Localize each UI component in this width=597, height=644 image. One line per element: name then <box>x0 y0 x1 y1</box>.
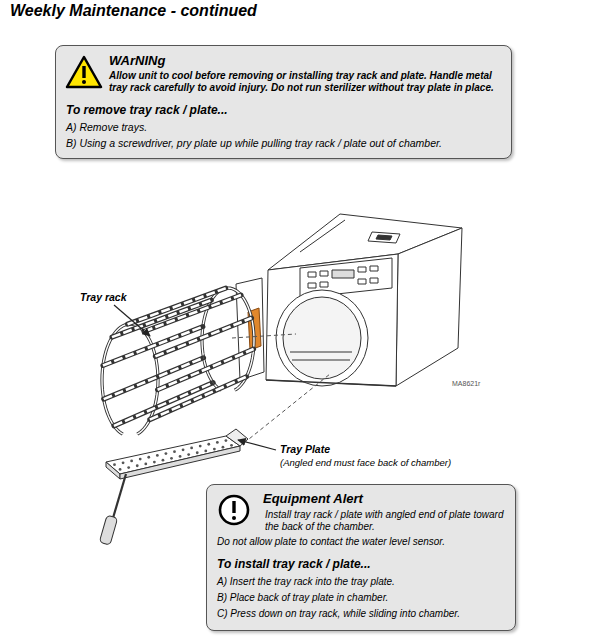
plate-hole <box>179 455 182 458</box>
alert-icon <box>217 493 251 527</box>
unit-base <box>266 380 396 386</box>
plate-hole <box>190 447 193 450</box>
plate-hole <box>147 456 150 459</box>
rack-bar-slot <box>150 377 247 420</box>
plate-hole <box>230 444 233 447</box>
plate-hole <box>196 451 199 454</box>
exclamation-bar <box>82 66 85 78</box>
plate-hole <box>207 443 210 446</box>
box-text: B) Using a screwdriver, pry plate up whi… <box>66 137 501 150</box>
panel-button <box>320 271 328 276</box>
box-text: Install tray rack / plate with angled en… <box>265 509 505 533</box>
plate-hole <box>222 446 225 449</box>
rack-bar <box>150 377 247 420</box>
rack-bar-slot <box>158 349 254 390</box>
plate-hole <box>162 459 165 462</box>
plate-hole <box>187 453 190 456</box>
panel-button <box>370 266 378 271</box>
part-label: (Angled end must face back of chamber) <box>280 457 451 468</box>
plate-hole <box>122 461 125 464</box>
guide-line <box>244 374 330 443</box>
panel-button <box>358 267 366 272</box>
warning-triangle <box>67 57 101 87</box>
plate-hole <box>136 464 139 467</box>
plate-hole <box>127 466 130 469</box>
panel-button <box>358 279 366 284</box>
chamber-opening <box>283 297 361 379</box>
rack-bar <box>158 349 254 390</box>
plate-hole <box>144 463 147 466</box>
plate-angled-end <box>226 429 248 446</box>
plate-edge <box>120 446 240 479</box>
box-text: To install tray rack / plate... <box>217 557 505 572</box>
plate-hole <box>199 445 202 448</box>
box-text: C) Press down on tray rack, while slidin… <box>217 608 505 620</box>
part-label: Tray Plate <box>280 443 330 455</box>
rack-bar-slot <box>155 318 251 356</box>
panel-button <box>308 272 316 277</box>
rack-bar <box>112 300 211 337</box>
tray-rack <box>102 288 254 434</box>
unit-front <box>266 254 398 386</box>
plate-hole <box>182 448 185 451</box>
box-text: To remove tray rack / plate... <box>66 103 501 118</box>
plate-hole <box>153 461 156 464</box>
alert-circle <box>220 496 248 524</box>
alert-box: Equipment AlertInstall tray rack / plate… <box>206 484 516 631</box>
part-label: Tray rack <box>80 291 127 303</box>
leader-line <box>114 305 150 336</box>
panel-button <box>320 282 328 287</box>
plate-hole <box>204 450 207 453</box>
box-text: Allow unit to cool before removing or in… <box>109 70 501 94</box>
box-text: Do not allow plate to contact the water … <box>217 536 505 548</box>
sterilizer-unit <box>236 214 462 386</box>
plate-hole <box>165 452 168 455</box>
exclamation-dot <box>232 516 236 520</box>
plate-hole <box>213 448 216 451</box>
page-title: Weekly Maintenance - continued <box>10 2 257 20</box>
screwdriver-shaft <box>113 474 126 518</box>
unit-side <box>396 228 462 386</box>
panel-button <box>370 278 378 283</box>
rack-bar-slot <box>112 300 211 337</box>
plate-hole <box>119 468 122 471</box>
plate-hole <box>216 441 219 444</box>
plate-edge <box>106 462 120 479</box>
warning-box: WArNINgAllow unit to cool before removin… <box>55 45 512 159</box>
box-heading: Equipment Alert <box>263 491 505 507</box>
box-text: A) Remove trays. <box>66 121 501 134</box>
box-text: A) Insert the tray rack into the tray pl… <box>217 576 505 588</box>
figure-code: MA8621r <box>452 380 480 387</box>
top-seam <box>300 220 345 252</box>
plate-holes <box>113 439 233 471</box>
plate-hole <box>173 450 176 453</box>
box-text: B) Place back of tray plate in chamber. <box>217 592 505 604</box>
warning-icon <box>65 54 103 90</box>
box-heading: WArNINg <box>109 53 501 69</box>
screwdriver <box>99 474 126 545</box>
lid-display-screen <box>376 235 392 240</box>
plate-hole <box>113 463 116 466</box>
rack-bar <box>155 318 251 356</box>
chamber-ring <box>276 290 368 386</box>
leader-line <box>238 440 276 450</box>
panel-display <box>332 270 354 278</box>
exclamation-bar <box>232 501 235 513</box>
lid-display <box>368 232 400 243</box>
chamber-tray-line <box>290 352 352 353</box>
plate-hole <box>156 454 159 457</box>
chamber-tray-line <box>292 360 350 361</box>
screwdriver-handle <box>99 515 117 545</box>
panel-button <box>308 283 316 288</box>
plate-hole <box>225 439 228 442</box>
plate-hole <box>170 457 173 460</box>
tray-plate <box>106 429 248 479</box>
plate-hole <box>139 458 142 461</box>
guide-line <box>232 334 296 338</box>
exclamation-dot <box>82 80 86 84</box>
plate-hole <box>130 460 133 463</box>
